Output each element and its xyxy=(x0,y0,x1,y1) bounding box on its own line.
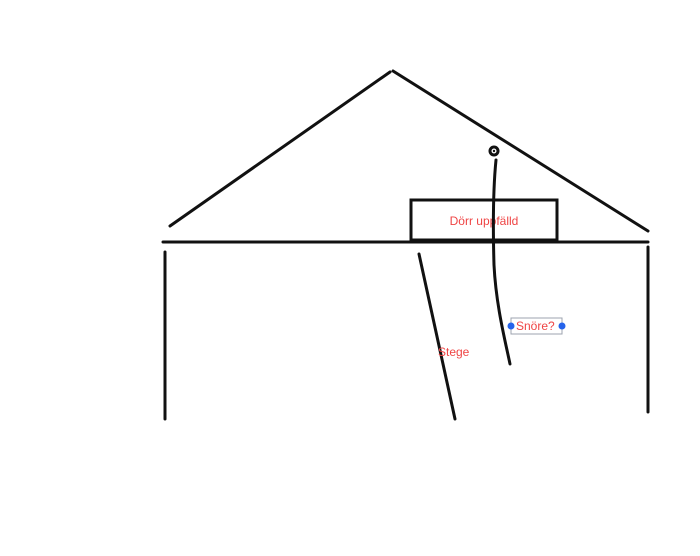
door-label: Dörr uppfälld xyxy=(450,214,519,228)
ladder-label: Stege xyxy=(438,345,470,359)
pulley-icon[interactable] xyxy=(488,145,500,157)
roof-right-line[interactable] xyxy=(391,69,650,233)
string-label-selection[interactable]: Snöre? xyxy=(507,317,566,335)
ladder-line[interactable] xyxy=(417,252,457,421)
door-hatch-box[interactable] xyxy=(409,198,559,242)
string-line[interactable] xyxy=(491,158,512,366)
string-label[interactable]: Snöre? xyxy=(516,319,555,333)
selection-handle-left[interactable] xyxy=(507,322,515,330)
selection-handle-right[interactable] xyxy=(558,322,566,330)
roof-left-line[interactable] xyxy=(168,70,392,228)
